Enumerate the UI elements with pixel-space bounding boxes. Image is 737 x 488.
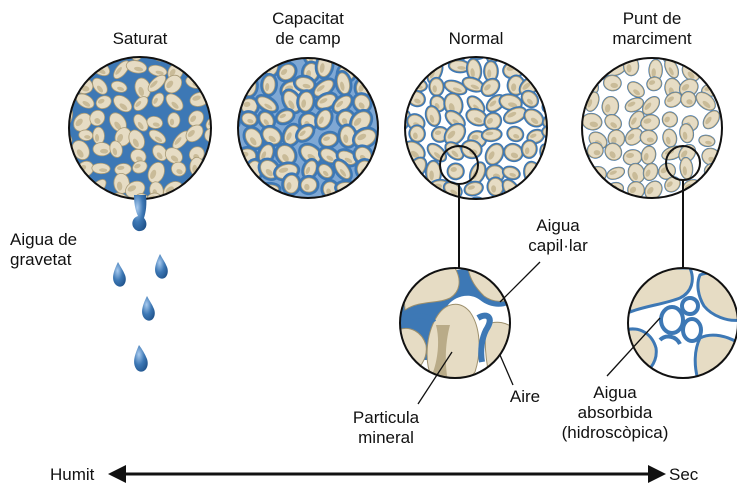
state-label-punt-de-marciment: Punt de marciment xyxy=(597,9,707,49)
gravity-water-drops xyxy=(113,195,168,372)
zoom-circle-punt-de-marciment xyxy=(625,268,737,380)
label-mineral-particle: Particula mineral xyxy=(341,408,431,448)
soil-circle-saturat xyxy=(49,38,229,218)
state-label-saturat: Saturat xyxy=(95,29,185,49)
label-air: Aire xyxy=(500,387,550,407)
pointer-capillary-water xyxy=(500,262,540,302)
scale-label-sec: Sec xyxy=(669,465,698,485)
zoom-circle-normal xyxy=(398,268,515,383)
soil-circle-capacitat-de-camp xyxy=(213,31,382,204)
soil-circle-normal xyxy=(382,36,569,220)
state-label-capacitat-de-camp: Capacitat de camp xyxy=(258,9,358,49)
scale-label-humit: Humit xyxy=(50,465,94,485)
humidity-scale-arrow xyxy=(108,465,666,483)
label-capillary-water: Aigua capil·lar xyxy=(513,216,603,256)
label-absorbed-water: Aigua absorbida (hidroscòpica) xyxy=(545,383,685,443)
pointer-air xyxy=(500,355,513,385)
soil-circle-punt-de-marciment xyxy=(560,36,724,204)
state-label-normal: Normal xyxy=(431,29,521,49)
label-gravity-water: Aigua de gravetat xyxy=(10,230,77,270)
